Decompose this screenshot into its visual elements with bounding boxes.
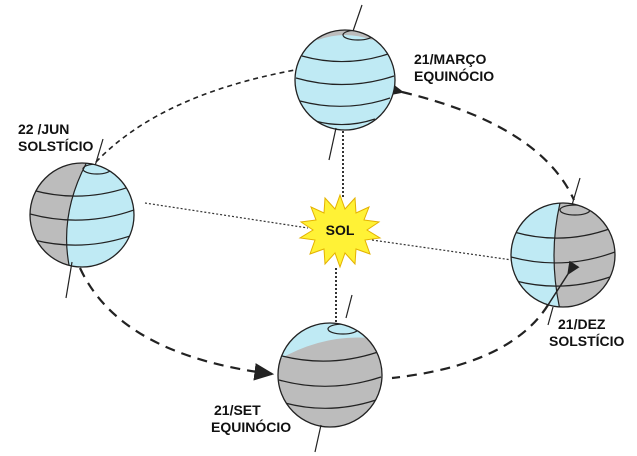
orbit-segment-march-december	[382, 79, 576, 201]
label-september-event: EQUINÓCIO	[211, 418, 291, 435]
label-march: 21/MARÇO EQUINÓCIO	[414, 51, 494, 84]
ray-to-june	[144, 202, 309, 229]
axis-march-lower	[328, 127, 337, 161]
orbit-path	[79, 69, 576, 381]
label-june-date: 22 /JUN	[18, 121, 69, 137]
sun: SOL	[298, 193, 382, 269]
label-june: 22 /JUN SOLSTÍCIO	[18, 121, 94, 154]
axis-december-upper	[571, 177, 581, 206]
axis-june-lower	[65, 261, 73, 299]
axis-june-upper	[94, 138, 104, 167]
label-december-event: SOLSTÍCIO	[549, 333, 625, 349]
orbit-segment-june-march	[95, 69, 296, 163]
label-september: 21/SET EQUINÓCIO	[211, 402, 291, 435]
axis-september-upper	[345, 294, 353, 319]
earth-june	[29, 138, 135, 299]
label-december-date: 21/DEZ	[558, 316, 606, 332]
december-pointer	[547, 260, 580, 306]
earth-september	[277, 294, 383, 453]
orbit-segment-june-september	[79, 267, 275, 381]
orbit-segment-december-september	[391, 304, 549, 380]
sun-label: SOL	[326, 222, 355, 238]
earth-december	[510, 177, 616, 326]
sun-starburst-icon	[298, 193, 382, 269]
ray-to-december	[371, 239, 513, 261]
label-march-event: EQUINÓCIO	[414, 67, 494, 84]
label-june-event: SOLSTÍCIO	[18, 138, 94, 154]
axis-december-lower	[547, 306, 554, 326]
label-december: 21/DEZ SOLSTÍCIO	[549, 316, 625, 349]
label-march-date: 21/MARÇO	[414, 51, 486, 67]
label-september-date: 21/SET	[214, 402, 261, 418]
axis-march-upper	[351, 4, 363, 35]
axis-september-lower	[314, 424, 322, 453]
